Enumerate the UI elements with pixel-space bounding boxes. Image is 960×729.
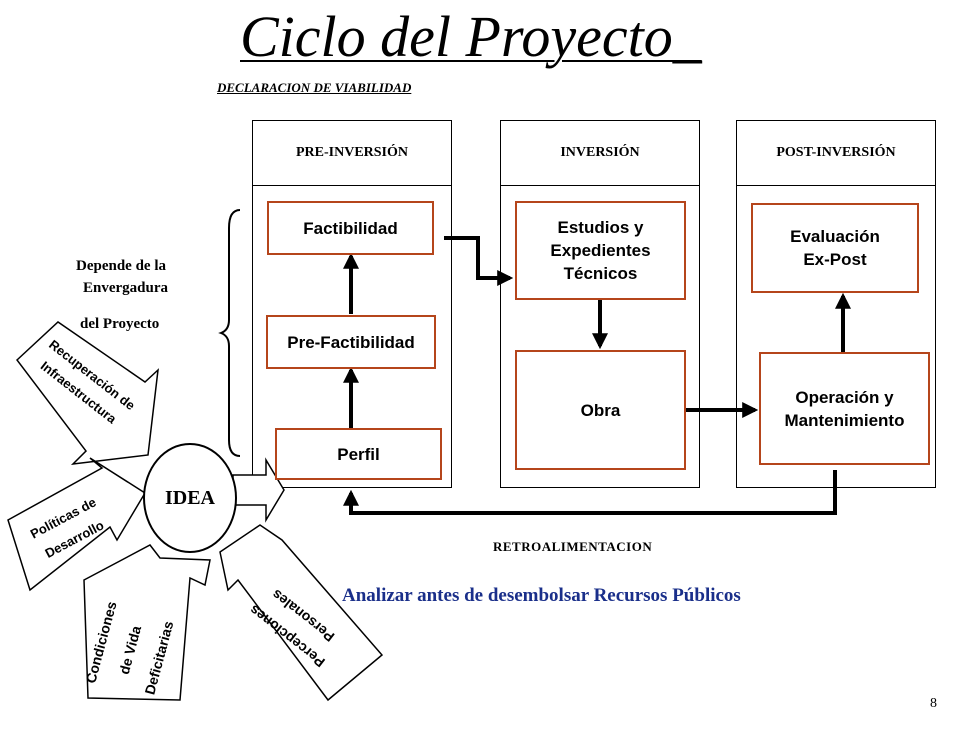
page-number: 8 — [930, 696, 937, 711]
input-arrow-percepciones — [219, 524, 384, 702]
brace — [218, 209, 241, 457]
stage-pre-factibilidad: Pre-Factibilidad — [266, 315, 436, 369]
side-note-line-3: del Proyecto — [80, 316, 160, 332]
feedback-label: RETROALIMENTACION — [493, 539, 653, 554]
stage-estudios-label: Estudios y Expedientes Técnicos — [550, 218, 651, 283]
side-note-line-1: Depende de la — [76, 258, 166, 274]
page-title: Ciclo del Proyecto_ — [240, 4, 702, 69]
phase-header-pre-investment: PRE-INVERSIÓN — [253, 121, 451, 186]
arrow-factibilidad-to-estudios — [444, 236, 514, 286]
side-note-line-2: Envergadura — [83, 280, 169, 296]
phase-header-investment: INVERSIÓN — [501, 121, 699, 186]
input-arrow-infraestructura — [15, 321, 159, 466]
stage-factibilidad: Factibilidad — [267, 201, 434, 255]
phase-header-post-investment: POST-INVERSIÓN — [737, 121, 935, 186]
stage-perfil: Perfil — [275, 428, 442, 480]
input-arrow-politicas — [7, 457, 147, 592]
stage-evaluacion-ex-post: Evaluación Ex-Post — [751, 203, 919, 293]
stage-obra: Obra — [515, 350, 686, 470]
idea-circle: IDEA — [143, 443, 237, 553]
stage-operacion-label: Operación y Mantenimiento — [784, 387, 905, 430]
stage-operacion-mantenimiento: Operación y Mantenimiento — [759, 352, 930, 465]
footer-note: Analizar antes de desembolsar Recursos P… — [342, 585, 741, 606]
feedback-arrow — [343, 470, 837, 515]
input-arrow-condiciones — [83, 544, 211, 701]
viability-declaration-label: DECLARACION DE VIABILIDAD — [217, 80, 412, 95]
stage-evaluacion-label: Evaluación Ex-Post — [790, 227, 880, 269]
idea-output-arrow — [232, 457, 285, 523]
stage-estudios-expedientes: Estudios y Expedientes Técnicos — [515, 201, 686, 300]
